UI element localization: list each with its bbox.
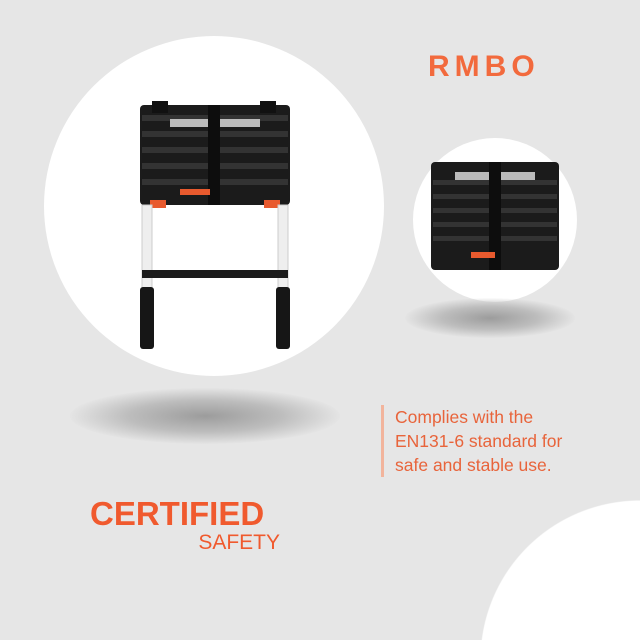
description-line: EN131-6 standard for — [395, 431, 563, 451]
brand-logo: RMBO — [428, 50, 540, 83]
certification-description: Complies with the EN131-6 standard for s… — [381, 405, 605, 477]
telescopic-ladder-extended-image — [140, 101, 290, 349]
decorative-corner-circle — [480, 500, 640, 640]
headline-subtitle: SAFETY — [198, 531, 280, 554]
shadow-large — [70, 388, 340, 444]
description-line: Complies with the — [395, 407, 534, 427]
description-line: safe and stable use. — [395, 455, 552, 475]
headline-title: CERTIFIED — [90, 495, 265, 532]
shadow-small — [405, 298, 575, 338]
product-circle-large — [44, 36, 384, 376]
telescopic-ladder-collapsed-image — [431, 162, 559, 270]
